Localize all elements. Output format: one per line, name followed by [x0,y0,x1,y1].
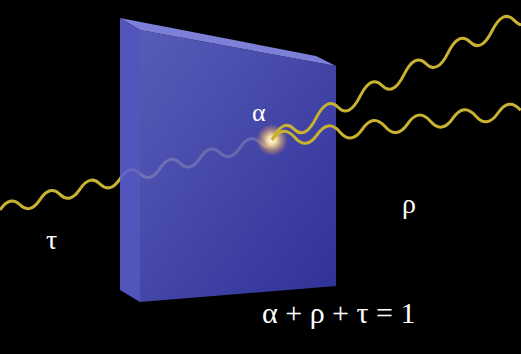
slab-side [120,18,140,302]
energy-balance-equation: α + ρ + τ = 1 [262,298,416,328]
slab-front [140,30,336,302]
absorptance-symbol: α [252,100,266,126]
reflectance-symbol: ρ [402,190,416,218]
transmitted-wave [272,104,521,143]
transmittance-symbol: τ [46,226,57,254]
